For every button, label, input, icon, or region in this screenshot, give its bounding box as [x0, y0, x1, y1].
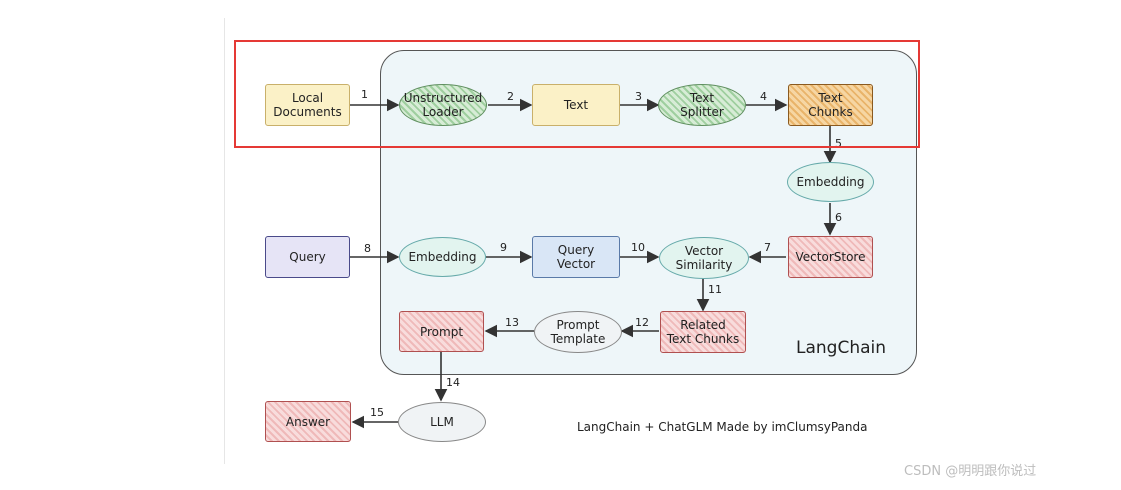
related-text-chunks-label: Related Text Chunks	[666, 318, 740, 346]
prompt-node: Prompt	[399, 311, 484, 352]
local-documents-label: Local Documents	[273, 91, 342, 119]
text-chunks-label: Text Chunks	[808, 91, 853, 119]
step-label: 1	[361, 88, 368, 101]
text-splitter-node: Text Splitter	[658, 84, 746, 126]
unstructured-loader-label: Unstructured Loader	[403, 91, 483, 119]
query-label: Query	[289, 250, 326, 264]
vector-similarity-node: Vector Similarity	[659, 237, 749, 279]
vector-similarity-label: Vector Similarity	[675, 244, 733, 272]
step-label: 15	[370, 406, 384, 419]
watermark: CSDN @明明跟你说过	[904, 464, 1037, 479]
local-documents-node: Local Documents	[265, 84, 350, 126]
answer-node: Answer	[265, 401, 351, 442]
prompt-label: Prompt	[419, 324, 464, 339]
step-label: 3	[635, 90, 642, 103]
highlight-box	[234, 40, 920, 148]
query-vector-label: Query Vector	[556, 243, 596, 271]
embedding-doc-node: Embedding	[787, 162, 874, 202]
step-label: 13	[505, 316, 519, 329]
step-label: 6	[835, 211, 842, 224]
page-divider	[224, 18, 225, 464]
step-label: 14	[446, 376, 460, 389]
vectorstore-node: VectorStore	[788, 236, 873, 278]
text-chunks-node: Text Chunks	[788, 84, 873, 126]
llm-node: LLM	[398, 402, 486, 442]
step-label: 4	[760, 90, 767, 103]
footer-credit: LangChain + ChatGLM Made by imClumsyPand…	[577, 420, 868, 434]
query-vector-node: Query Vector	[532, 236, 620, 278]
answer-label: Answer	[285, 414, 331, 429]
unstructured-loader-node: Unstructured Loader	[399, 84, 487, 126]
text-splitter-label: Text Splitter	[680, 91, 724, 119]
step-label: 12	[635, 316, 649, 329]
query-node: Query	[265, 236, 350, 278]
text-node: Text	[532, 84, 620, 126]
step-label: 5	[835, 137, 842, 150]
vectorstore-label: VectorStore	[795, 250, 866, 264]
embedding-doc-label: Embedding	[796, 175, 865, 189]
prompt-template-label: Prompt Template	[550, 318, 606, 346]
embedding-query-node: Embedding	[399, 237, 486, 277]
text-label: Text	[563, 98, 589, 112]
step-label: 7	[764, 241, 771, 254]
step-label: 9	[500, 241, 507, 254]
langchain-label: LangChain	[796, 338, 887, 358]
step-label: 2	[507, 90, 514, 103]
step-label: 8	[364, 242, 371, 255]
related-text-chunks-node: Related Text Chunks	[660, 311, 746, 353]
prompt-template-node: Prompt Template	[534, 311, 622, 353]
step-label: 11	[708, 283, 722, 296]
embedding-query-label: Embedding	[408, 250, 477, 264]
step-label: 10	[631, 241, 645, 254]
llm-label: LLM	[430, 415, 454, 429]
